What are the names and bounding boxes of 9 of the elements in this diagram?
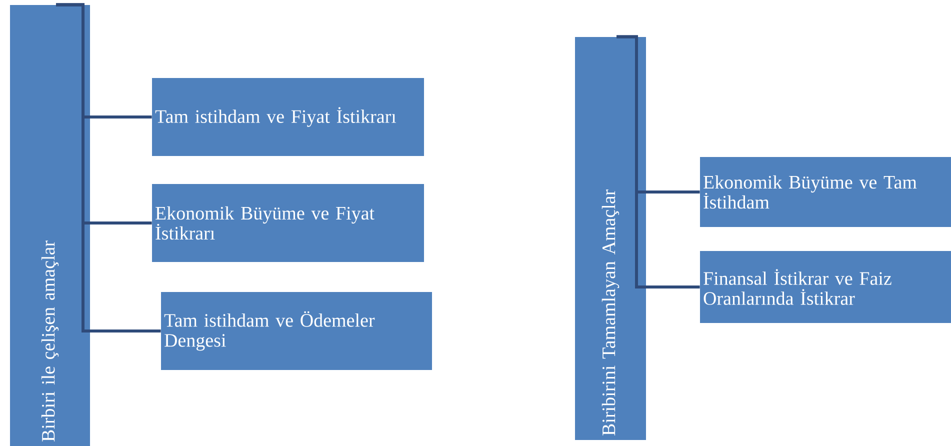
- process-box: Finansal İstikrar ve Faiz Oranlarında İstikrar: [700, 251, 951, 323]
- connector-line: [616, 35, 700, 288]
- process-box: Ekonomik Büyüme ve Fiyat İstikrarı: [152, 184, 424, 262]
- process-box: Tam istihdam ve Fiyat İstikrarı: [152, 78, 424, 156]
- connector-line: [56, 3, 161, 332]
- process-box: Tam istihdam ve Ödemeler Dengesi: [161, 292, 432, 370]
- vertical-bar: Birbiri ile çelişen amaçlar: [10, 5, 90, 446]
- vertical-bar: Biribirini Tamamlayan Amaçlar: [575, 37, 646, 440]
- process-box: Ekonomik Büyüme ve Tam İstihdam: [700, 157, 951, 227]
